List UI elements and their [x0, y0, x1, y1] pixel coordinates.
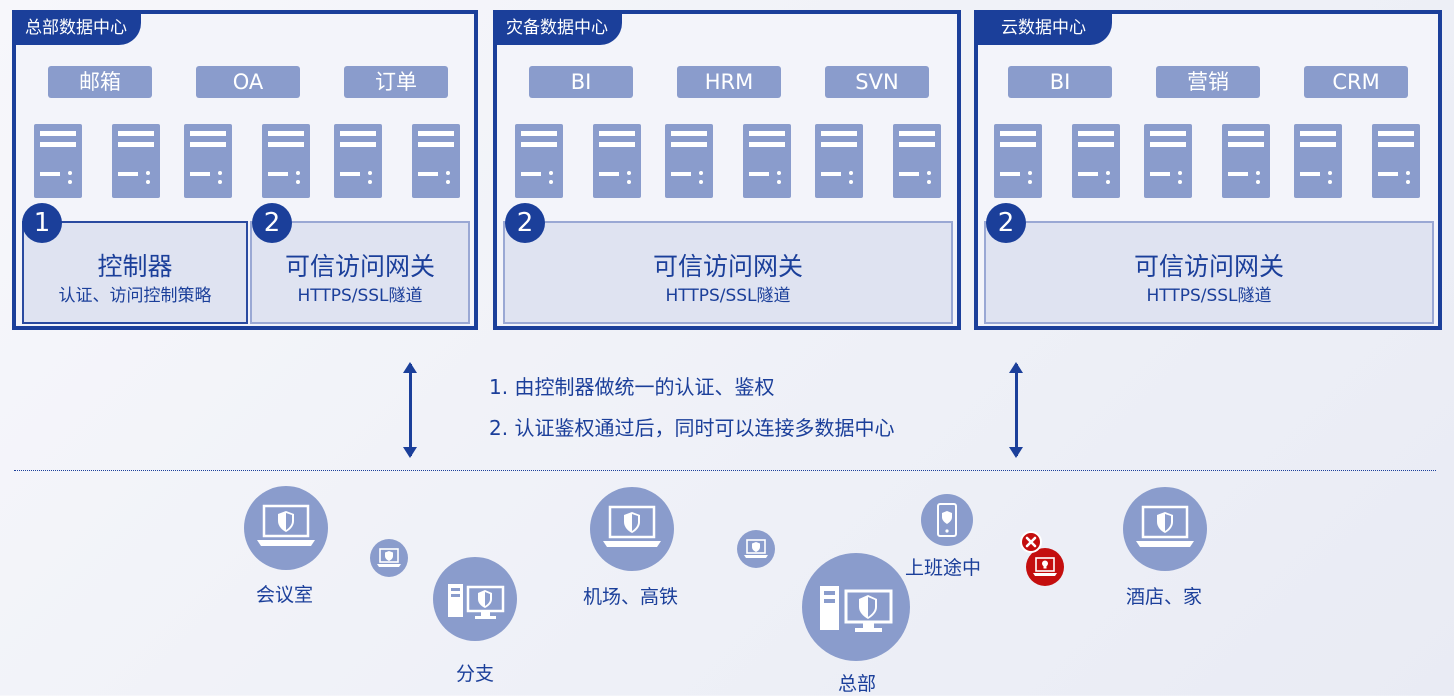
app-marketing: 营销: [1156, 66, 1260, 98]
datacenter-title: 灾备数据中心: [496, 13, 622, 45]
laptop-icon: [244, 486, 328, 570]
server-icon: [815, 124, 863, 198]
server-icon: [593, 124, 641, 198]
blocked-x-icon: [1020, 531, 1042, 553]
gateway-title: 可信访问网关: [284, 252, 435, 281]
app-mail: 邮箱: [48, 66, 152, 98]
compromised-laptop-icon: [1026, 548, 1064, 586]
controller-number-badge: 1: [22, 203, 62, 243]
server-icon: [1294, 124, 1342, 198]
gateway-number-badge: 2: [986, 203, 1026, 243]
gateway-number-badge: 2: [252, 203, 292, 243]
server-icon: [412, 124, 460, 198]
server-icon: [34, 124, 82, 198]
server-icon: [665, 124, 713, 198]
server-icon: [1372, 124, 1420, 198]
gateway-title: 可信访问网关: [1133, 252, 1284, 281]
gateway-subtitle: HTTPS/SSL隧道: [297, 286, 423, 306]
app-oa: OA: [196, 66, 300, 98]
laptop-icon: [590, 487, 674, 571]
server-icon: [1222, 124, 1270, 198]
controller-title: 控制器: [97, 252, 173, 281]
small-laptop-icon: [737, 530, 775, 568]
network-divider: [14, 470, 1436, 471]
note-line-2: 2. 认证鉴权通过后，同时可以连接多数据中心: [489, 416, 895, 440]
laptop-icon: [1123, 487, 1207, 571]
dr-datacenter: 灾备数据中心 BI HRM SVN 可信访问网关 HTTPS/SSL隧道 2: [493, 10, 961, 330]
desktop-icon: [802, 553, 910, 661]
server-icon: [1072, 124, 1120, 198]
datacenter-title: 总部数据中心: [15, 13, 141, 45]
location-branch: 分支: [456, 663, 495, 685]
gateway-subtitle: HTTPS/SSL隧道: [665, 286, 791, 306]
app-svn: SVN: [825, 66, 929, 98]
small-laptop-icon: [370, 539, 408, 577]
server-icon: [893, 124, 941, 198]
location-airport: 机场、高铁: [583, 586, 679, 608]
gateway-panel: 可信访问网关 HTTPS/SSL隧道: [984, 221, 1434, 324]
controller-subtitle: 认证、访问控制策略: [58, 286, 212, 306]
location-commute: 上班途中: [905, 557, 982, 579]
server-icon: [262, 124, 310, 198]
server-icon: [184, 124, 232, 198]
gateway-panel: 可信访问网关 HTTPS/SSL隧道: [503, 221, 953, 324]
app-crm: CRM: [1304, 66, 1408, 98]
location-hotel-home: 酒店、家: [1126, 586, 1203, 608]
cloud-datacenter: 云数据中心 BI 营销 CRM 可信访问网关 HTTPS/SSL隧道 2: [974, 10, 1442, 330]
gateway-subtitle: HTTPS/SSL隧道: [1146, 286, 1272, 306]
app-hrm: HRM: [677, 66, 781, 98]
gateway-panel: 可信访问网关 HTTPS/SSL隧道: [250, 221, 470, 324]
app-bi: BI: [1008, 66, 1112, 98]
location-headquarters: 总部: [838, 673, 877, 695]
gateway-number-badge: 2: [505, 203, 545, 243]
location-meeting-room: 会议室: [256, 584, 314, 606]
controller-panel: 控制器 认证、访问控制策略: [22, 221, 248, 324]
hq-datacenter: 总部数据中心 邮箱 OA 订单 控制器 认证、访问控制策略 1 可信访问网关 H…: [12, 10, 478, 330]
server-icon: [112, 124, 160, 198]
bidirectional-arrow-right: [1009, 362, 1023, 458]
server-icon: [1144, 124, 1192, 198]
app-order: 订单: [344, 66, 448, 98]
mobile-phone-icon: [921, 494, 973, 546]
app-bi: BI: [529, 66, 633, 98]
gateway-title: 可信访问网关: [652, 252, 803, 281]
note-line-1: 1. 由控制器做统一的认证、鉴权: [489, 375, 775, 399]
server-icon: [994, 124, 1042, 198]
server-icon: [515, 124, 563, 198]
bidirectional-arrow-left: [403, 362, 417, 458]
desktop-icon: [433, 557, 517, 641]
server-icon: [743, 124, 791, 198]
server-icon: [334, 124, 382, 198]
datacenter-title: 云数据中心: [977, 13, 1112, 45]
